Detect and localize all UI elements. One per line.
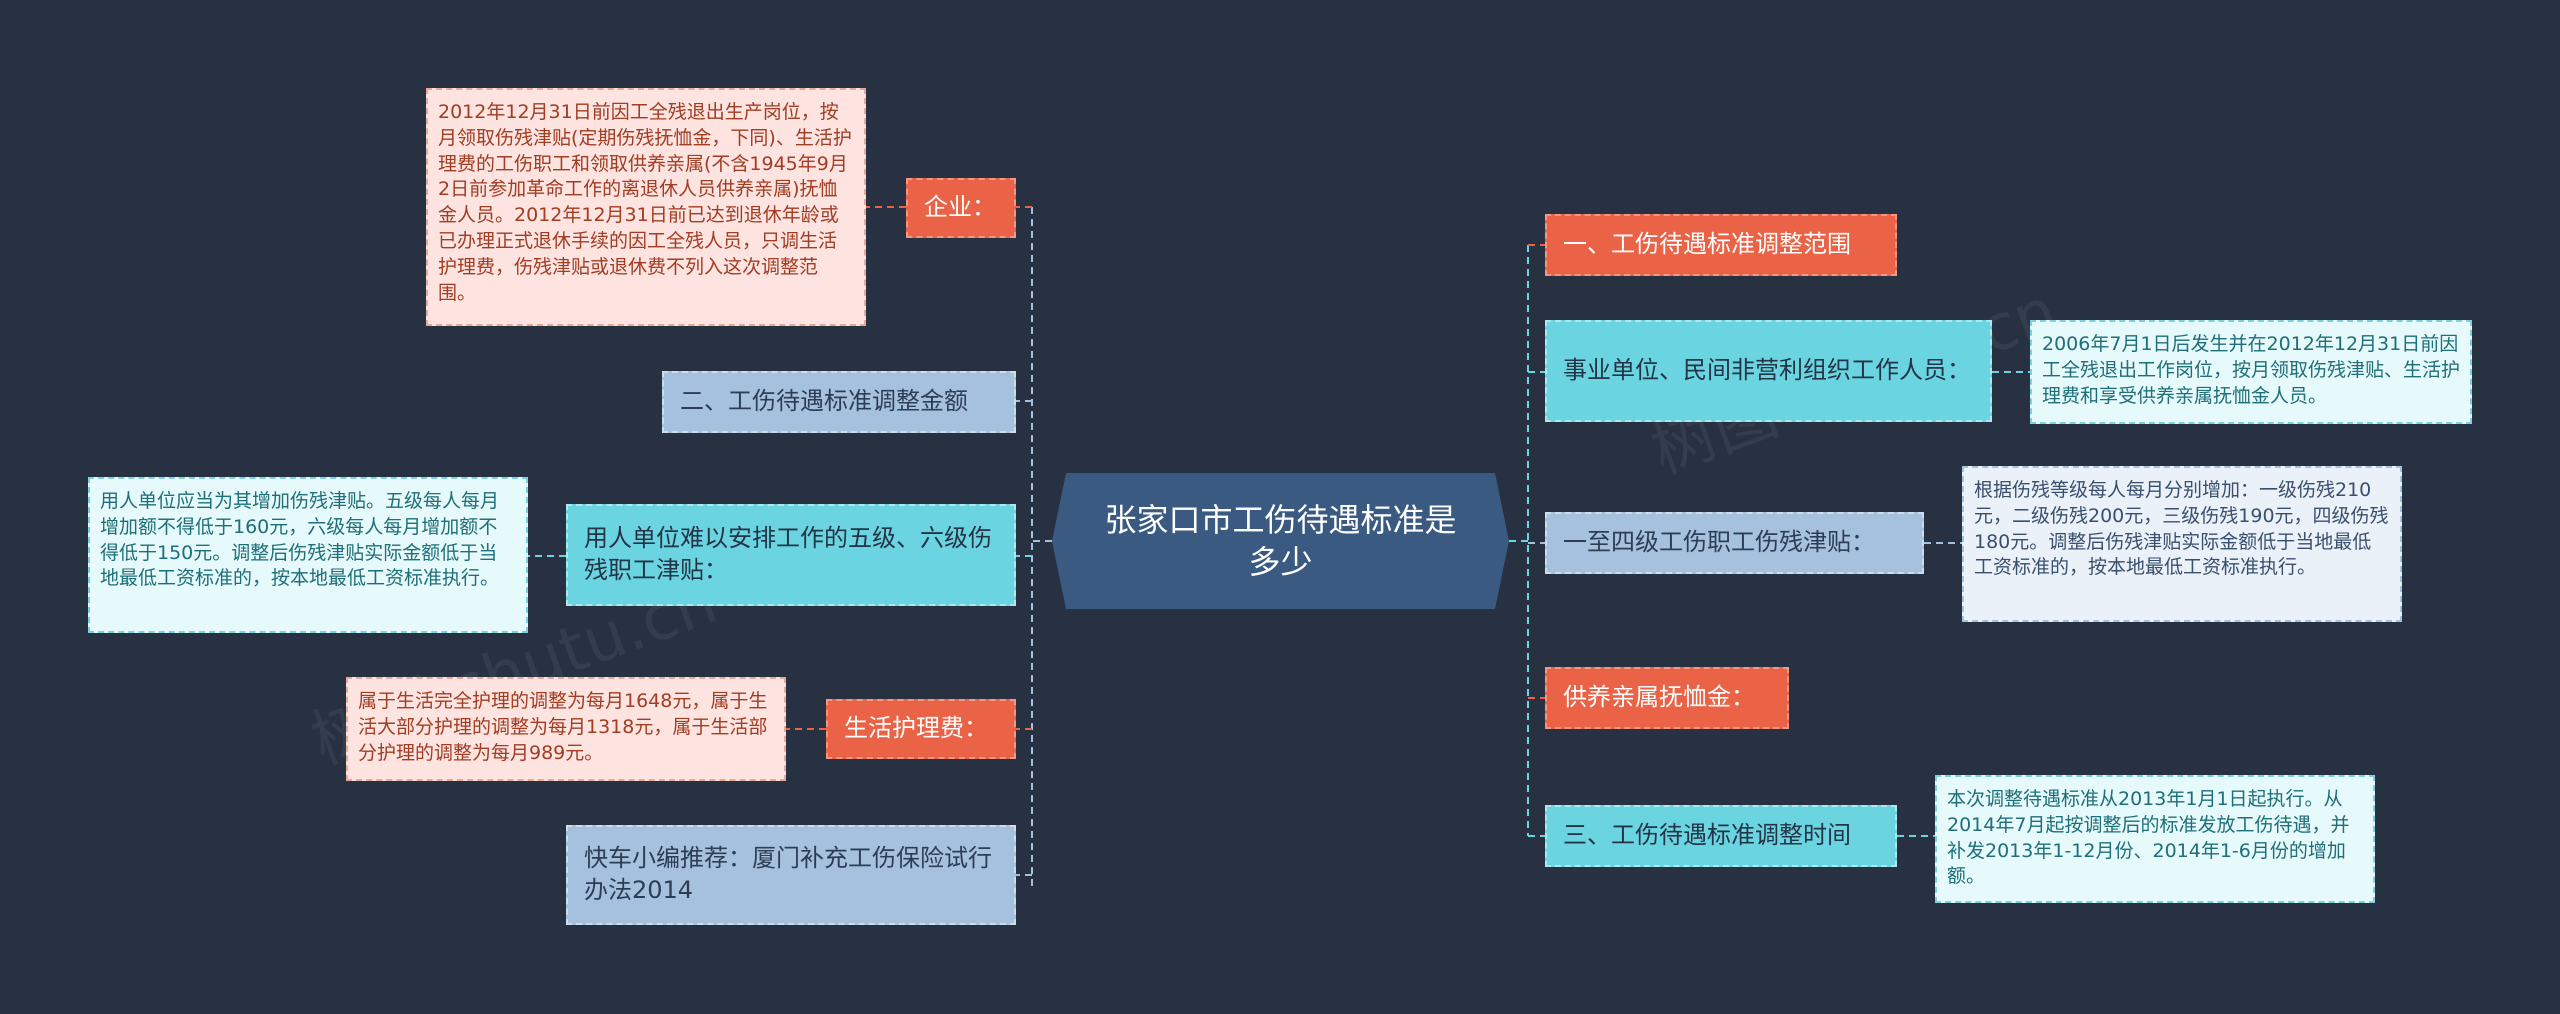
branch-label: 用人单位难以安排工作的五级、六级伤残职工津贴： [584, 524, 992, 584]
leaf-text: 本次调整待遇标准从2013年1月1日起执行。从2014年7月起按调整后的标准发放… [1947, 788, 2350, 888]
leaf-level-5-6[interactable]: 用人单位应当为其增加伤残津贴。五级每人每月增加额不得低于160元，六级每人每月增… [88, 477, 528, 633]
leaf-level-1-4[interactable]: 根据伤残等级每人每月分别增加：一级伤残210元，二级伤残200元，三级伤残190… [1962, 466, 2402, 622]
branch-label: 一、工伤待遇标准调整范围 [1563, 230, 1851, 259]
branch-level-5-6[interactable]: 用人单位难以安排工作的五级、六级伤残职工津贴： [566, 504, 1016, 606]
leaf-public-institutions[interactable]: 2006年7月1日后发生并在2012年12月31日前因工全残退出工作岗位，按月领… [2030, 320, 2472, 424]
leaf-adjust-time[interactable]: 本次调整待遇标准从2013年1月1日起执行。从2014年7月起按调整后的标准发放… [1935, 775, 2375, 903]
branch-label: 三、工伤待遇标准调整时间 [1563, 821, 1851, 850]
branch-label: 二、工伤待遇标准调整金额 [680, 387, 968, 416]
leaf-text: 2012年12月31日前因工全残退出生产岗位，按月领取伤残津贴(定期伤残抚恤金，… [438, 101, 852, 304]
branch-dependents[interactable]: 供养亲属抚恤金： [1545, 667, 1789, 729]
branch-label: 快车小编推荐：厦门补充工伤保险试行办法2014 [584, 844, 992, 904]
branch-label: 生活护理费： [844, 714, 988, 743]
leaf-qiye[interactable]: 2012年12月31日前因工全残退出生产岗位，按月领取伤残津贴(定期伤残抚恤金，… [426, 88, 866, 326]
branch-nursing[interactable]: 生活护理费： [826, 699, 1016, 759]
branch-qiye[interactable]: 企业： [906, 178, 1016, 238]
branch-label: 事业单位、民间非营利组织工作人员： [1563, 356, 1971, 385]
leaf-text: 属于生活完全护理的调整为每月1648元，属于生活大部分护理的调整为每月1318元… [358, 690, 768, 764]
branch-recommend[interactable]: 快车小编推荐：厦门补充工伤保险试行办法2014 [566, 825, 1016, 925]
leaf-nursing[interactable]: 属于生活完全护理的调整为每月1648元，属于生活大部分护理的调整为每月1318元… [346, 677, 786, 781]
branch-adjust-amount[interactable]: 二、工伤待遇标准调整金额 [662, 371, 1016, 433]
leaf-text: 用人单位应当为其增加伤残津贴。五级每人每月增加额不得低于160元，六级每人每月增… [100, 490, 500, 590]
root-title: 张家口市工伤待遇标准是多少 [1104, 500, 1457, 581]
branch-label: 供养亲属抚恤金： [1563, 683, 1755, 712]
root-topic[interactable]: 张家口市工伤待遇标准是多少 [1052, 473, 1509, 609]
leaf-text: 2006年7月1日后发生并在2012年12月31日前因工全残退出工作岗位，按月领… [2042, 333, 2461, 407]
branch-level-1-4[interactable]: 一至四级工伤职工伤残津贴： [1545, 512, 1924, 574]
branch-label: 一至四级工伤职工伤残津贴： [1563, 528, 1875, 557]
branch-adjust-time[interactable]: 三、工伤待遇标准调整时间 [1545, 805, 1897, 867]
leaf-text: 根据伤残等级每人每月分别增加：一级伤残210元，二级伤残200元，三级伤残190… [1974, 479, 2389, 579]
branch-public-institutions[interactable]: 事业单位、民间非营利组织工作人员： [1545, 320, 1992, 422]
branch-adjust-scope[interactable]: 一、工伤待遇标准调整范围 [1545, 214, 1897, 276]
branch-label: 企业： [924, 193, 996, 222]
